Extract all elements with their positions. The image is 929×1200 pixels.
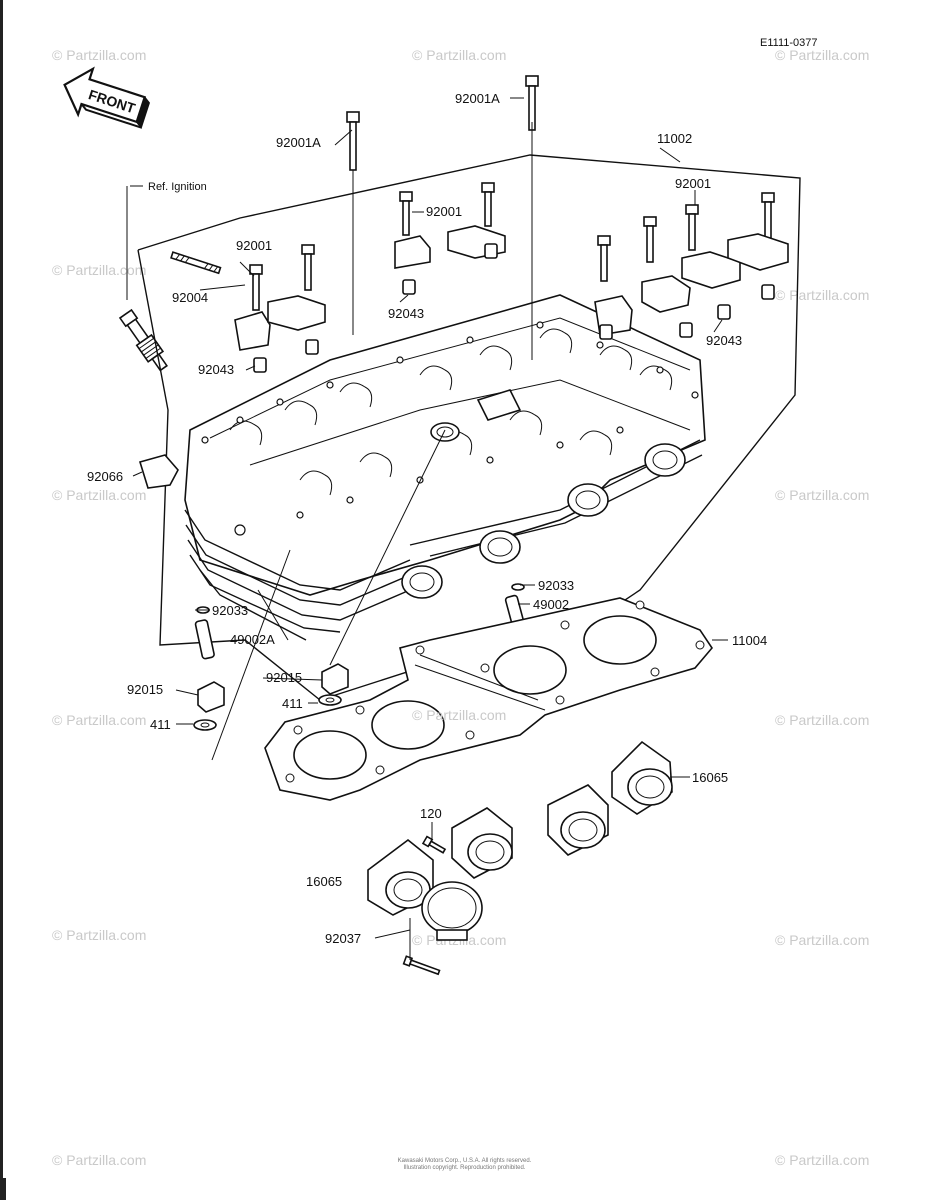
watermark: © Partzilla.com <box>52 262 146 278</box>
carburetor-holders <box>367 740 673 976</box>
label-92033-left: 92033 <box>212 603 248 618</box>
spark-plug-ref: Ref. Ignition <box>118 181 207 372</box>
head-gasket <box>264 597 714 801</box>
camshaft-caps <box>234 225 789 351</box>
cam-journal-cutouts <box>229 328 673 496</box>
watermark: © Partzilla.com <box>775 47 869 63</box>
cap-nuts <box>193 663 349 731</box>
label-92004: 92004 <box>172 290 208 305</box>
watermark-center: © Partzilla.com <box>412 707 506 723</box>
label-92043-left: 92043 <box>198 362 234 377</box>
label-49002A: 49002A <box>230 632 275 647</box>
label-92001-mid: 92001 <box>426 204 462 219</box>
watermark: © Partzilla.com <box>775 932 869 948</box>
head-bolts <box>170 75 775 311</box>
label-92043-mid: 92043 <box>388 306 424 321</box>
copyright-footer: Kawasaki Motors Corp., U.S.A. All rights… <box>0 1158 929 1172</box>
label-92015-left: 92015 <box>127 682 163 697</box>
scan-edge <box>0 0 3 1200</box>
cooling-fins <box>184 439 703 641</box>
label-92033-right: 92033 <box>538 578 574 593</box>
watermark-layer: © Partzilla.com © Partzilla.com © Partzi… <box>52 47 869 1168</box>
label-92015-mid: 92015 <box>266 670 302 685</box>
label-120: 120 <box>420 806 442 821</box>
label-92001A-top: 92001A <box>455 91 500 106</box>
label-16065-right: 16065 <box>692 770 728 785</box>
label-11002: 11002 <box>657 131 692 146</box>
deck-bolt-holes <box>201 321 699 536</box>
front-arrow-icon: FRONT <box>63 66 150 130</box>
watermark: © Partzilla.com <box>52 927 146 943</box>
diagram-code: E1111-0377 <box>760 37 818 49</box>
label-49002: 49002 <box>533 597 569 612</box>
watermark: © Partzilla.com <box>52 487 146 503</box>
label-411-mid: 411 <box>282 696 303 711</box>
plug-92066 <box>138 454 179 489</box>
leader-line <box>659 147 681 163</box>
watermark: © Partzilla.com <box>775 487 869 503</box>
ref-ignition-label: Ref. Ignition <box>148 181 207 193</box>
watermark: © Partzilla.com <box>52 47 146 63</box>
label-92037: 92037 <box>325 931 361 946</box>
watermark: © Partzilla.com <box>52 1152 146 1168</box>
part-labels: 92001A 92001A 11002 92001 92001 92001 92… <box>87 91 767 946</box>
label-92001-right: 92001 <box>675 176 711 191</box>
watermark: © Partzilla.com <box>775 712 869 728</box>
label-11004: 11004 <box>732 633 767 648</box>
label-16065-left: 16065 <box>306 874 342 889</box>
exhaust-ports <box>401 443 686 599</box>
footer-line-2: Illustration copyright. Reproduction pro… <box>403 1165 526 1171</box>
label-92001-left: 92001 <box>236 238 272 253</box>
leader-lines <box>132 97 728 960</box>
watermark: © Partzilla.com <box>52 712 146 728</box>
dowel-pins <box>253 243 775 373</box>
watermark: © Partzilla.com <box>775 1152 869 1168</box>
watermark: © Partzilla.com <box>775 287 869 303</box>
footer-line-1: Kawasaki Motors Corp., U.S.A. All rights… <box>397 1158 532 1164</box>
scan-edge-tick <box>0 1178 6 1200</box>
cylinder-head <box>184 294 706 641</box>
label-92043-right: 92043 <box>706 333 742 348</box>
label-411-left: 411 <box>150 717 171 732</box>
label-92001A-left: 92001A <box>276 135 321 150</box>
watermark: © Partzilla.com <box>412 47 506 63</box>
label-92066: 92066 <box>87 469 123 484</box>
